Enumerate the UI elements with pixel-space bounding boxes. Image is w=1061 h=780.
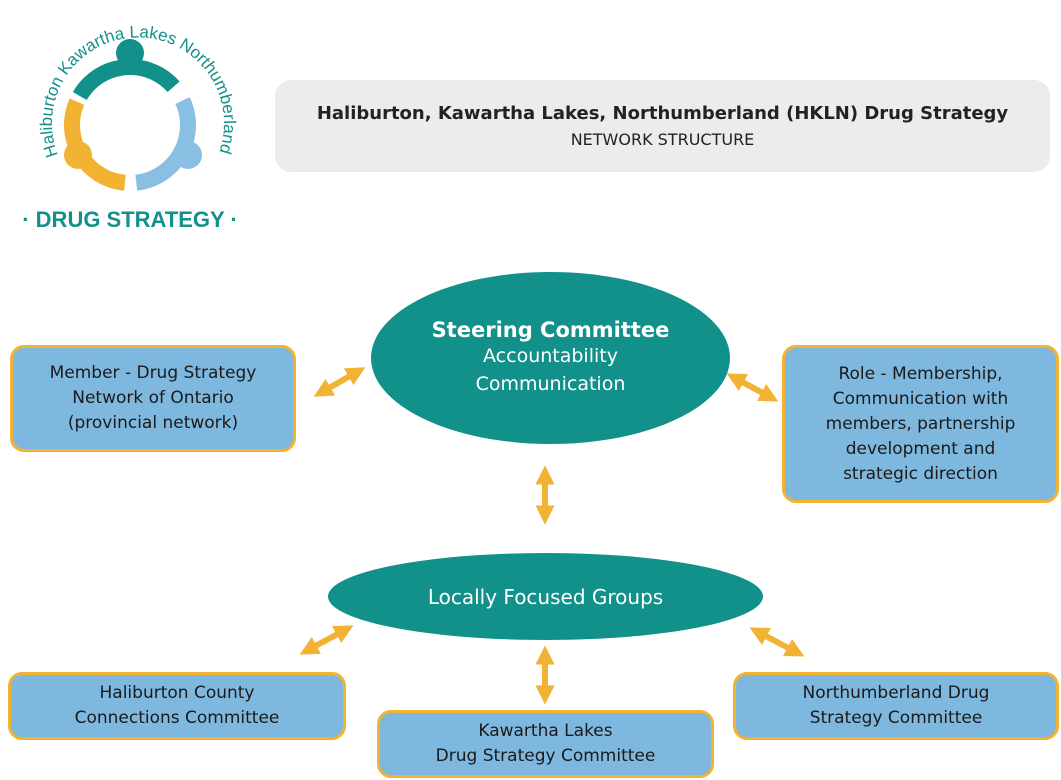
arrow-local-northumberland — [749, 627, 805, 657]
logo-yellow-head — [64, 141, 92, 169]
kawartha-box-line: Kawartha Lakes — [478, 721, 613, 741]
steering-line-communication: Communication — [475, 373, 626, 395]
logo-blue-figure — [64, 59, 196, 191]
northumberland-committee-box: Northumberland Drug Strategy Committee — [733, 672, 1059, 740]
title-banner: Haliburton, Kawartha Lakes, Northumberla… — [275, 80, 1050, 172]
role-box-line: Role - Membership, — [838, 363, 1003, 384]
steering-committee-title: Steering Committee — [431, 318, 670, 342]
kawartha-committee-box: Kawartha Lakes Drug Strategy Committee — [377, 710, 714, 778]
member-network-box: Member - Drug Strategy Network of Ontari… — [10, 345, 296, 452]
page-subtitle: NETWORK STRUCTURE — [570, 130, 755, 149]
logo-yellow-figure — [64, 59, 197, 191]
logo-teal-head — [116, 39, 144, 67]
member-box-line: Member - Drug Strategy — [49, 363, 257, 383]
northumberland-box-line: Northumberland Drug — [802, 683, 990, 703]
arrow-local-haliburton — [299, 625, 354, 655]
role-box-line: strategic direction — [843, 463, 998, 484]
role-box: Role - Membership, Communication with me… — [782, 345, 1059, 503]
haliburton-committee-box: Haliburton County Connections Committee — [8, 672, 346, 740]
page-title: Haliburton, Kawartha Lakes, Northumberla… — [316, 103, 1009, 124]
logo-teal-figure — [64, 59, 196, 191]
logo-blue-head — [174, 141, 202, 169]
member-box-line: Network of Ontario — [72, 388, 234, 408]
logo-drug-strategy-text: · DRUG STRATEGY · — [22, 207, 238, 232]
role-box-line: members, partnership — [825, 413, 1016, 434]
steering-line-accountability: Accountability — [483, 345, 618, 367]
arrow-steering-role — [726, 373, 779, 402]
kawartha-box-line: Drug Strategy Committee — [435, 746, 656, 766]
northumberland-box-line: Strategy Committee — [809, 708, 983, 728]
local-groups-node: Locally Focused Groups — [328, 553, 763, 640]
haliburton-box-line: Connections Committee — [74, 708, 280, 728]
haliburton-box-line: Haliburton County — [99, 683, 255, 703]
member-box-line: (provincial network) — [67, 413, 239, 433]
role-box-line: development and — [845, 438, 996, 459]
drug-strategy-logo: Haliburton Kawartha Lakes Northumberland… — [22, 22, 239, 232]
local-groups-label: Locally Focused Groups — [427, 584, 664, 609]
steering-committee-node: Steering Committee Accountability Commun… — [371, 272, 730, 444]
arrow-steering-member — [313, 367, 366, 397]
role-box-line: Communication with — [832, 388, 1009, 409]
